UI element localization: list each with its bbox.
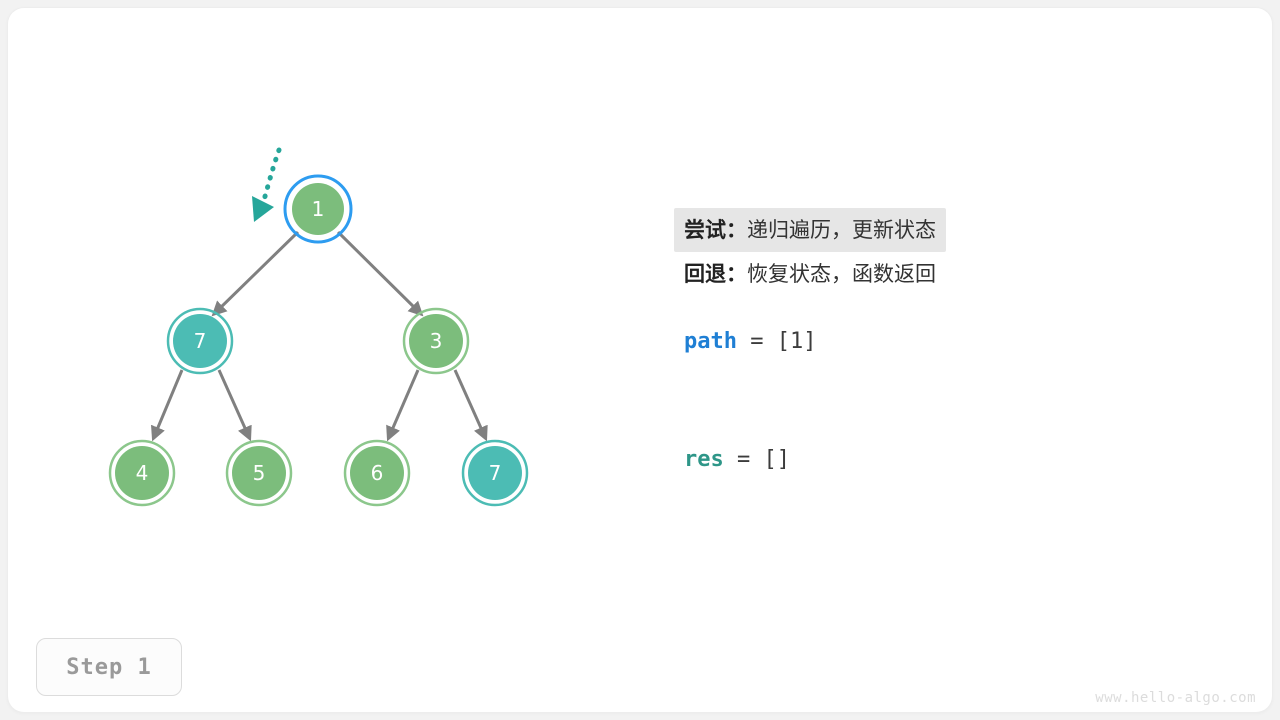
node-7r-ring bbox=[461, 439, 529, 507]
try-line-wrapper: 尝试：递归遍历，更新状态 bbox=[674, 208, 1244, 252]
try-line-keyword: 尝试： bbox=[684, 218, 747, 242]
edge-7-5 bbox=[217, 369, 252, 442]
node-4-ring bbox=[108, 439, 176, 507]
back-line: 回退：恢复状态，函数返回 bbox=[684, 252, 1244, 296]
node-1-fill bbox=[292, 183, 344, 235]
pointer-dotted-curve bbox=[261, 147, 282, 203]
edge-7-4 bbox=[151, 369, 184, 442]
tree-node-1[interactable]: 1 bbox=[283, 174, 353, 244]
tree-node-6[interactable]: 6 bbox=[343, 439, 411, 507]
back-line-text: 恢复状态，函数返回 bbox=[747, 262, 936, 286]
node-7r-fill bbox=[468, 446, 522, 500]
node-5-ring bbox=[225, 439, 293, 507]
try-line: 尝试：递归遍历，更新状态 bbox=[674, 208, 946, 252]
node-6-fill bbox=[350, 446, 404, 500]
node-1-highlight-ring bbox=[283, 174, 353, 244]
edge-3-6 bbox=[386, 369, 420, 442]
recursion-pointer bbox=[252, 147, 282, 222]
node-3-fill bbox=[409, 314, 463, 368]
res-variable-name: res bbox=[684, 447, 724, 472]
node-7r-label: 7 bbox=[489, 461, 502, 485]
watermark: www.hello-algo.com bbox=[1095, 690, 1256, 706]
node-5-fill bbox=[232, 446, 286, 500]
tree-node-4[interactable]: 4 bbox=[108, 439, 176, 507]
tree-edges bbox=[151, 229, 488, 442]
node-6-ring bbox=[343, 439, 411, 507]
try-line-text: 递归遍历，更新状态 bbox=[747, 218, 936, 242]
node-3-label: 3 bbox=[430, 329, 443, 353]
node-4-label: 4 bbox=[136, 461, 149, 485]
step-badge: Step 1 bbox=[36, 638, 182, 696]
tree-node-5[interactable]: 5 bbox=[225, 439, 293, 507]
tree-node-3[interactable]: 3 bbox=[402, 307, 470, 375]
edge-1-3 bbox=[335, 229, 424, 317]
node-1-inner-ring bbox=[287, 178, 349, 240]
step-badge-label: Step 1 bbox=[66, 654, 152, 680]
back-line-wrapper: 回退：恢复状态，函数返回 bbox=[684, 252, 1244, 296]
node-6-label: 6 bbox=[371, 461, 384, 485]
edge-3-7r bbox=[453, 369, 488, 442]
annotation-panel: 尝试：递归遍历，更新状态 回退：恢复状态，函数返回 bbox=[674, 208, 1244, 296]
node-1-label: 1 bbox=[312, 197, 325, 221]
path-variable-value: = [1] bbox=[736, 329, 817, 354]
edge-1-7 bbox=[211, 229, 301, 317]
tree-node-7-right[interactable]: 7 bbox=[461, 439, 529, 507]
path-variable-row: path = [1] bbox=[684, 320, 816, 364]
node-3-ring bbox=[402, 307, 470, 375]
back-line-keyword: 回退： bbox=[684, 262, 747, 286]
node-5-label: 5 bbox=[253, 461, 266, 485]
node-7l-ring bbox=[166, 307, 234, 375]
path-variable-name: path bbox=[684, 329, 737, 354]
res-variable-value: = [] bbox=[723, 447, 790, 472]
pointer-arrowhead-icon bbox=[252, 196, 274, 222]
tree-node-7-left[interactable]: 7 bbox=[166, 307, 234, 375]
node-7l-fill bbox=[173, 314, 227, 368]
node-4-fill bbox=[115, 446, 169, 500]
node-7l-label: 7 bbox=[194, 329, 207, 353]
res-variable-row: res = [] bbox=[684, 438, 790, 482]
